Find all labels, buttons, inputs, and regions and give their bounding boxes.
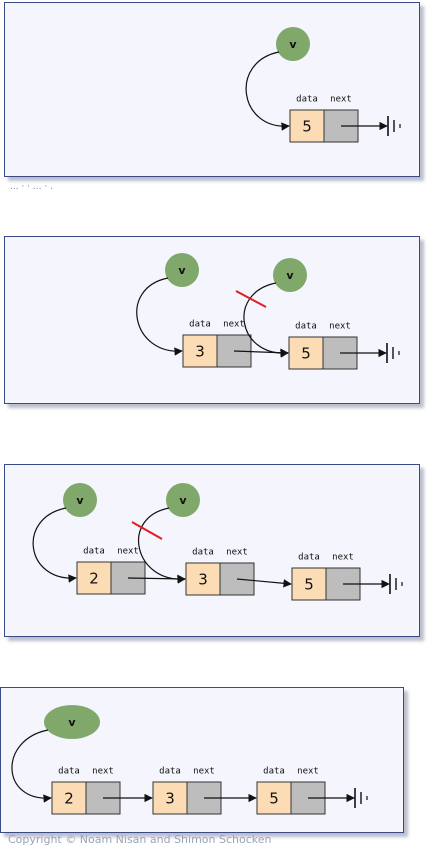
diagram-panel-2 [4,236,420,404]
variable-v: v [245,27,310,131]
variable-circle [165,253,199,287]
variable-label: v [178,264,186,277]
diagram-panel-1 [4,2,420,177]
node-value: 5 [304,576,314,594]
variable-pointer-arrow [11,729,52,803]
next-label: next [226,548,248,558]
cut-mark [235,290,267,308]
data-label: data [295,322,317,332]
variable-v: v [32,483,97,583]
data-cell [288,336,324,370]
panel-2-content: data next 3 data next 5 v v [136,253,400,370]
data-label: data [192,548,214,558]
data-label: data [83,547,105,557]
data-cell [291,567,327,601]
list-node: data next 2 [76,547,186,595]
list-node: data next 5 [288,322,400,370]
data-label: data [298,553,320,563]
node-value: 5 [302,118,312,136]
cut-mark [131,521,163,540]
node-value: 3 [165,790,175,808]
variable-circle [276,27,310,61]
variable-v: v [11,705,100,803]
variable-pointer-arrow [32,507,77,583]
data-label: data [159,767,181,777]
variable-label: v [179,494,187,507]
next-label: next [330,95,352,105]
variable-v: v [136,253,199,356]
list-node: data next 3 [182,320,289,368]
data-label: data [263,767,285,777]
copyright-footer: Copyright © Noam Nisan and Shimon Schock… [8,833,272,846]
variable-label: v [286,269,294,282]
variable-pointer-arrow [138,507,186,584]
stray-text: ... · · ... · . [10,182,53,192]
variable-label: v [76,494,84,507]
data-label: data [189,320,211,330]
list-node: data next 5 [291,553,403,601]
data-cell [185,562,221,596]
data-cell [289,109,325,143]
list-node: data next 5 [256,767,368,815]
variable-circle [63,483,97,517]
list-node: data next 3 [152,767,257,815]
variable-label: v [289,38,297,51]
data-label: data [58,767,80,777]
variable-v: v [243,258,307,358]
panel-1-content: data next 5 v [245,27,401,143]
variable-v: v [138,483,200,584]
next-pointer-arrow [236,578,292,588]
variable-pointer-arrow [245,51,290,131]
variable-circle [44,705,100,739]
node-value: 3 [198,571,208,589]
node-value: 2 [64,790,74,808]
next-label: next [223,320,245,330]
next-label: next [297,767,319,777]
node-value: 3 [195,343,205,361]
panel-3-content: data next 2 data next 3 data next 5 v v [32,483,403,601]
data-label: data [296,95,318,105]
variable-circle [166,483,200,517]
node-value: 2 [89,570,99,588]
data-cell [152,781,188,815]
node-value: 5 [301,345,311,363]
next-label: next [117,547,139,557]
list-node: data next 2 [51,767,153,815]
next-label: next [329,322,351,332]
node-value: 5 [269,790,279,808]
variable-pointer-arrow [136,277,183,356]
next-label: next [92,767,114,777]
panel-4-content: data next 2 data next 3 data next 5 v [11,705,368,815]
data-cell [76,561,112,595]
variable-pointer-arrow [243,282,289,358]
variable-circle [273,258,307,292]
next-label: next [332,553,354,563]
data-cell [182,334,218,368]
list-node: data next 3 [185,548,292,596]
next-label: next [193,767,215,777]
variable-label: v [68,716,76,729]
list-node: data next 5 [289,95,401,143]
